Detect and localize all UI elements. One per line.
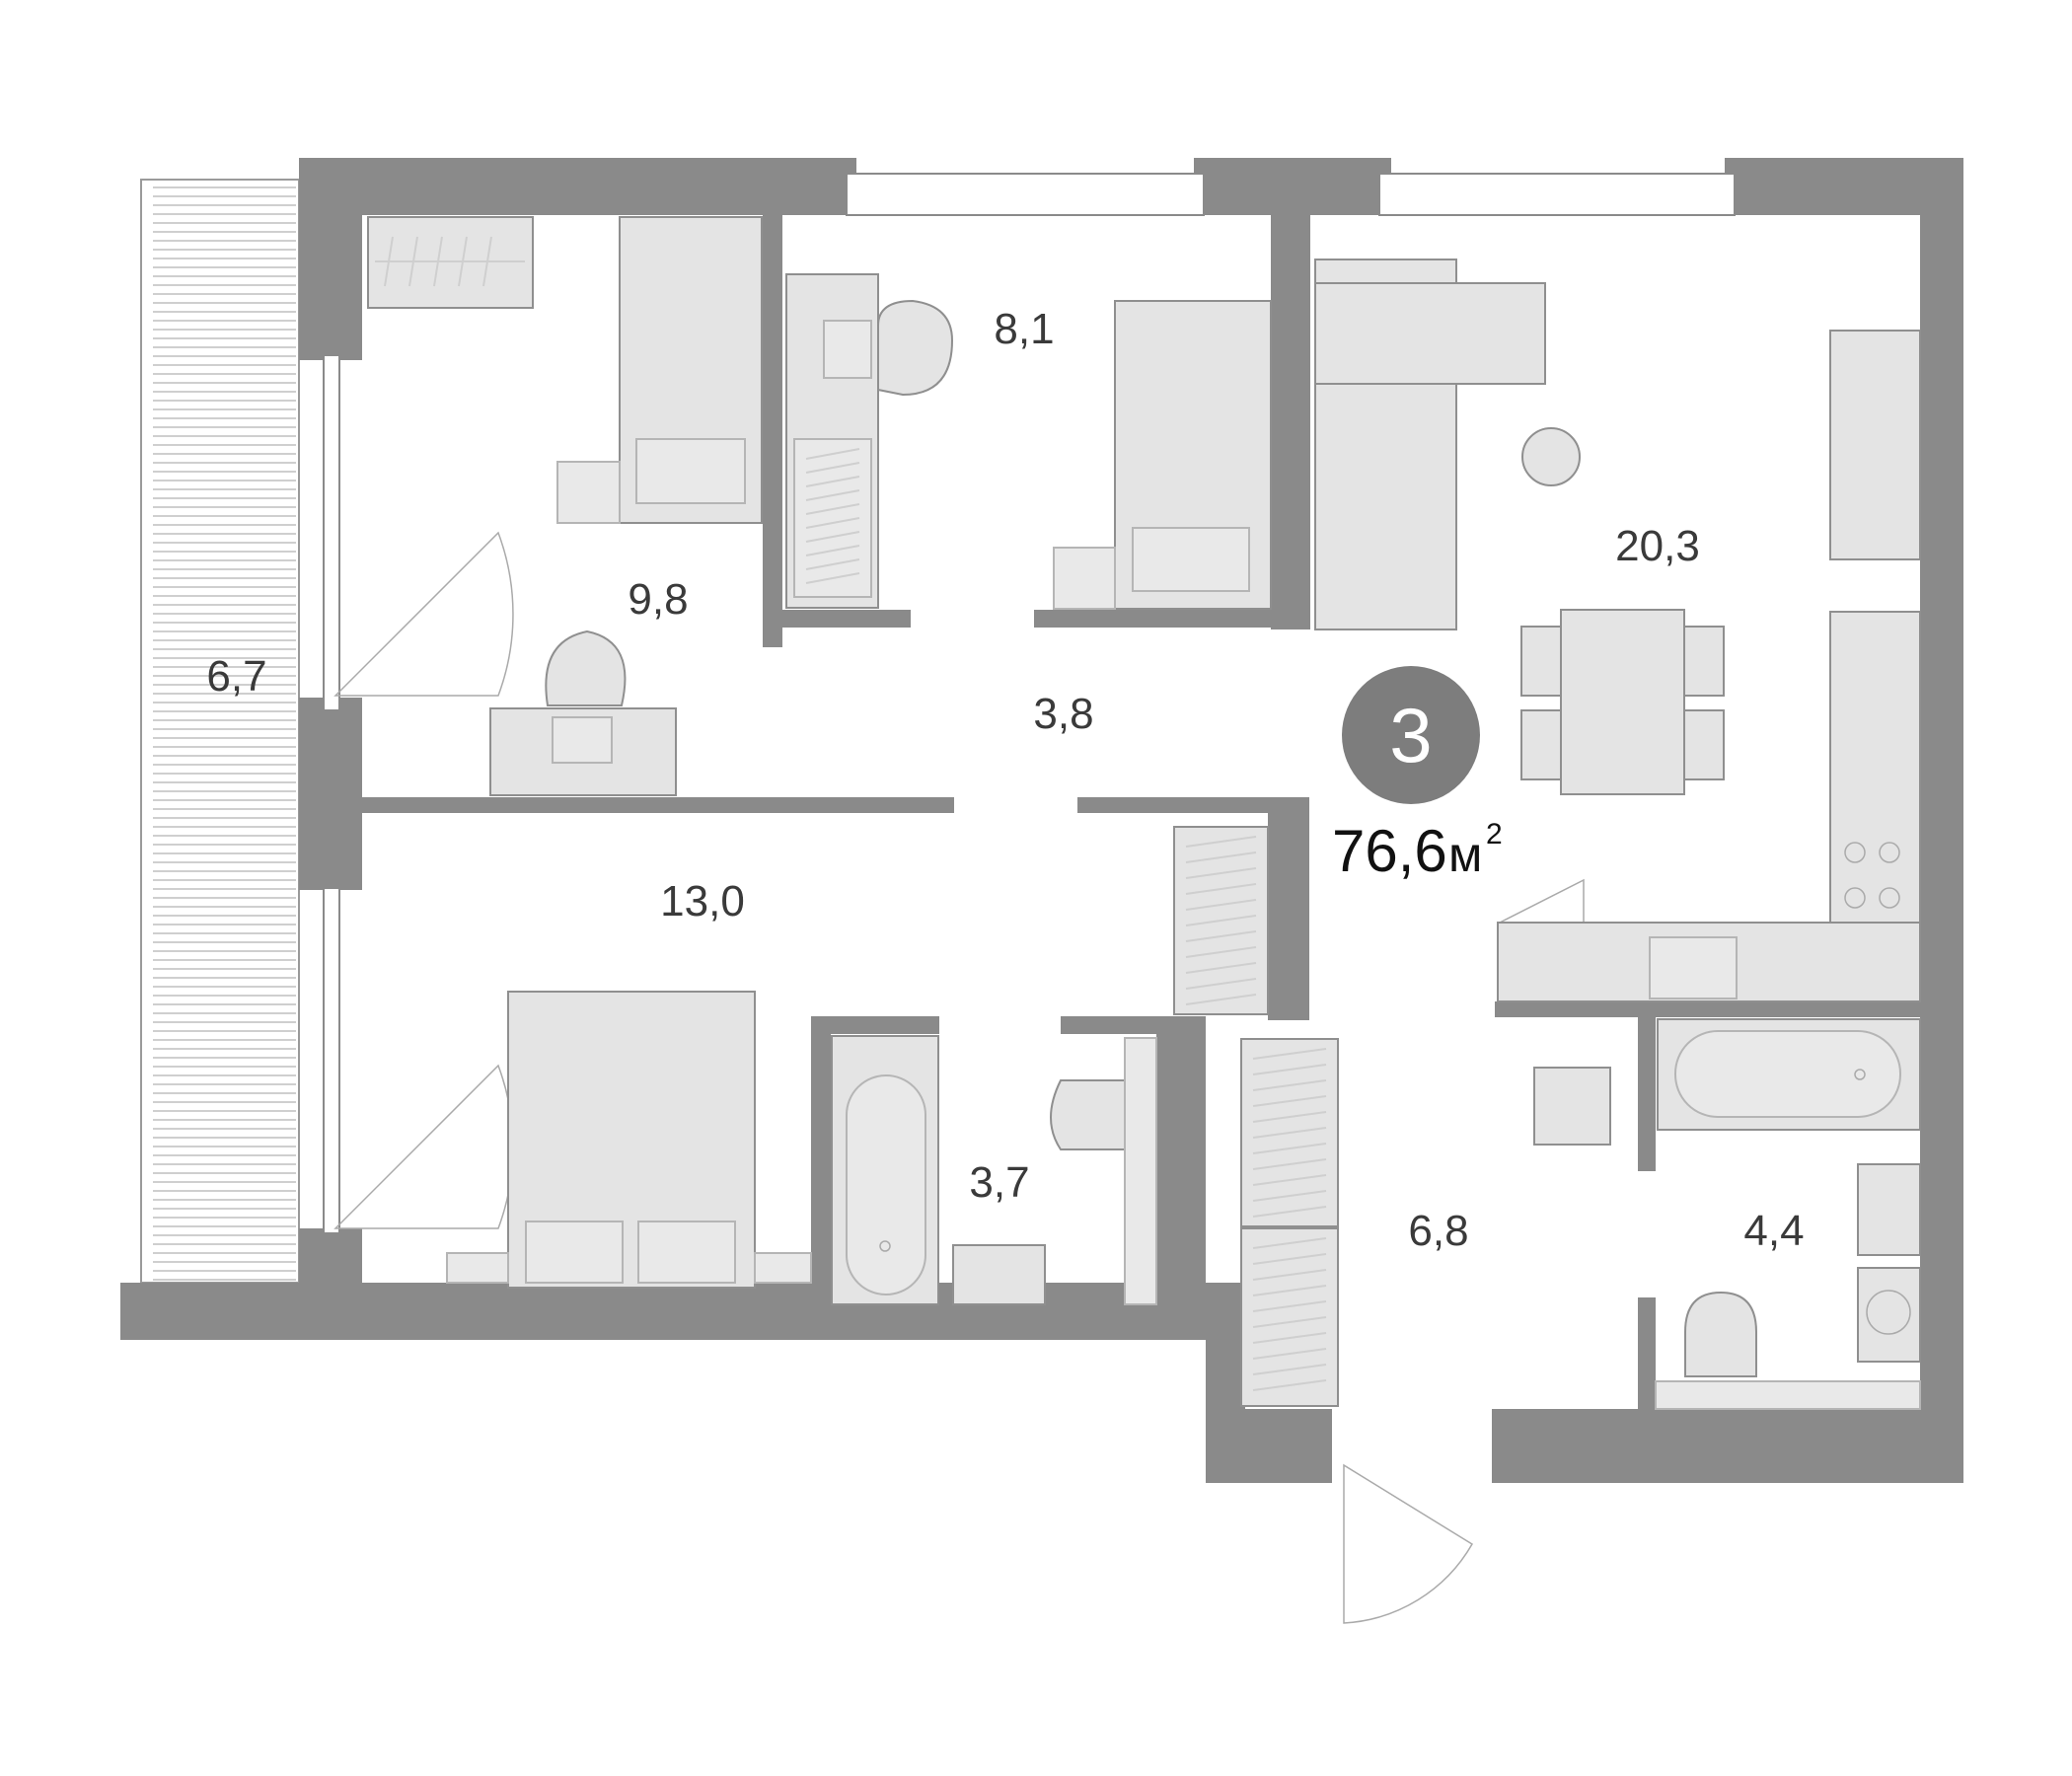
room-label-study: 8,1 [994, 305, 1054, 353]
balcony [140, 179, 300, 1284]
interior-walls [362, 215, 1920, 1409]
study-furniture [785, 273, 1272, 610]
room-count: 3 [1389, 692, 1432, 778]
bathroom-right-fixtures [1533, 1018, 1921, 1410]
room-labels: 6,7 9,8 8,1 3,8 20,3 13,0 3,7 6,8 4,4 [206, 305, 1804, 1255]
room-label-hall: 6,8 [1408, 1207, 1468, 1255]
room-count-badge: 3 [1342, 666, 1480, 804]
room-label-bedroom-top: 9,8 [628, 575, 688, 624]
exterior-walls [120, 158, 1963, 1483]
total-area-unit: м [1448, 827, 1482, 882]
bedroom-top-furniture [367, 216, 763, 796]
total-area-unit-power: 2 [1486, 818, 1503, 851]
bathroom-left-fixtures [831, 1035, 1157, 1305]
room-label-living-kitchen: 20,3 [1615, 522, 1700, 570]
room-label-bathroom-left: 3,7 [969, 1158, 1029, 1207]
bedroom-bottom-furniture [446, 991, 812, 1289]
room-label-bedroom-bottom: 13,0 [660, 877, 745, 925]
room-label-bathroom-right: 4,4 [1743, 1207, 1804, 1255]
living-furniture [1314, 259, 1921, 1002]
room-label-balcony: 6,7 [206, 652, 266, 701]
room-label-corridor: 3,8 [1033, 690, 1093, 738]
total-area: 76,6 м 2 [1332, 818, 1503, 884]
total-area-value: 76,6 [1332, 818, 1447, 884]
